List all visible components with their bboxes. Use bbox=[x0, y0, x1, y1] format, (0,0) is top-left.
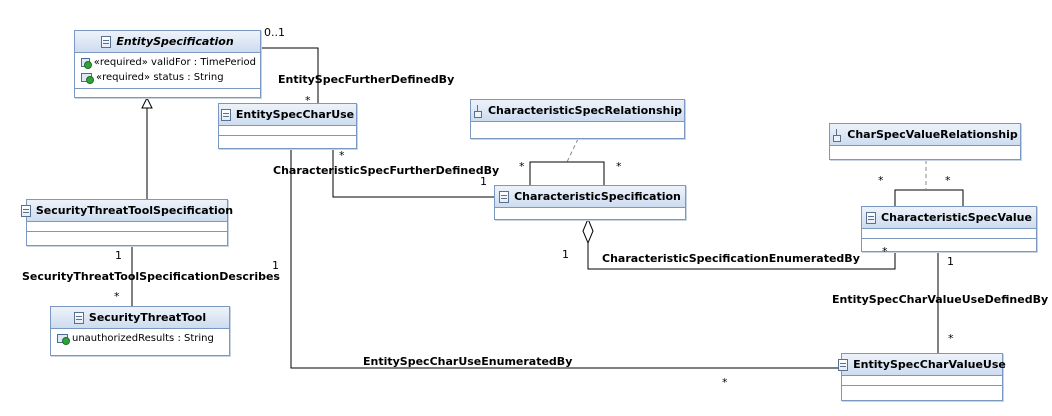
class-icon bbox=[20, 204, 31, 217]
attribute-row: «required» status : String bbox=[81, 70, 256, 85]
association-class-link-1 bbox=[566, 138, 579, 163]
operations-compartment bbox=[862, 239, 1036, 248]
association-label: EntitySpecCharValueUseDefinedBy bbox=[832, 293, 1049, 306]
attribute-icon bbox=[81, 73, 94, 84]
class-icon bbox=[73, 311, 84, 324]
attribute-icon bbox=[81, 58, 92, 69]
association-class-icon bbox=[832, 128, 842, 142]
attributes-compartment bbox=[495, 208, 685, 217]
characteristic-spec-relationship-name: CharacteristicSpecRelationship bbox=[487, 104, 683, 117]
characteristic-spec-value-name: CharacteristicSpecValue bbox=[881, 211, 1032, 224]
multiplicity-label: * bbox=[948, 332, 954, 345]
multiplicity-label: * bbox=[882, 245, 888, 258]
operations-compartment bbox=[27, 232, 227, 241]
security-threat-tool-specification-class[interactable]: SecurityThreatToolSpecification bbox=[20, 199, 233, 246]
characteristic-specification-name: CharacteristicSpecification bbox=[514, 190, 681, 203]
characteristic-specification-header: CharacteristicSpecification bbox=[495, 186, 685, 208]
entity-spec-char-use-header: EntitySpecCharUse bbox=[219, 104, 356, 126]
characteristic-spec-value-class[interactable]: CharacteristicSpecValue bbox=[861, 206, 1037, 252]
multiplicity-label: 0..1 bbox=[264, 26, 285, 39]
security-threat-tool-attributes: unauthorizedResults : String bbox=[51, 329, 229, 349]
multiplicity-label: * bbox=[305, 94, 311, 107]
attributes-compartment bbox=[27, 222, 227, 232]
multiplicity-label: * bbox=[722, 376, 728, 389]
attribute-status: «required» status : String bbox=[96, 72, 224, 83]
attribute-valid-for: «required» validFor : TimePeriod bbox=[93, 57, 256, 68]
characteristic-spec-value-header: CharacteristicSpecValue bbox=[862, 207, 1036, 229]
operations-compartment bbox=[219, 136, 356, 145]
attributes-compartment bbox=[471, 122, 684, 131]
security-threat-tool-specification-header: SecurityThreatToolSpecification bbox=[20, 200, 233, 222]
entity-specification-name: EntitySpecification bbox=[116, 35, 234, 48]
aggregation-diamond bbox=[582, 217, 594, 245]
multiplicity-label: * bbox=[878, 174, 884, 187]
characteristic-specification-class[interactable]: CharacteristicSpecification bbox=[494, 185, 686, 220]
entity-spec-char-use-class[interactable]: EntitySpecCharUse bbox=[218, 103, 357, 149]
attributes-compartment bbox=[862, 229, 1036, 239]
characteristic-spec-relationship-class[interactable]: CharacteristicSpecRelationship bbox=[470, 99, 685, 139]
operations-compartment bbox=[842, 386, 1002, 395]
attribute-row: «required» validFor : TimePeriod bbox=[81, 55, 256, 70]
attribute-row: unauthorizedResults : String bbox=[57, 331, 225, 346]
security-threat-tool-name: SecurityThreatTool bbox=[88, 311, 207, 324]
entity-spec-char-value-use-name: EntitySpecCharValueUse bbox=[853, 358, 1006, 371]
attribute-unauthorized-results: unauthorizedResults : String bbox=[72, 333, 214, 344]
association-label: EntitySpecFurtherDefinedBy bbox=[278, 73, 455, 86]
entity-specification-class[interactable]: EntitySpecification «required» validFor … bbox=[74, 30, 261, 98]
entity-specification-header: EntitySpecification bbox=[75, 31, 260, 53]
attributes-compartment bbox=[830, 146, 1020, 155]
class-icon bbox=[499, 190, 510, 203]
attributes-compartment bbox=[219, 126, 356, 136]
multiplicity-label: 1 bbox=[115, 249, 122, 262]
association-class-icon bbox=[473, 104, 483, 118]
attributes-compartment bbox=[842, 376, 1002, 386]
multiplicity-label: 1 bbox=[272, 259, 279, 272]
char-spec-self-association-line bbox=[529, 161, 605, 186]
class-icon bbox=[101, 35, 112, 48]
attribute-icon bbox=[57, 334, 70, 345]
association-label: CharacteristicSpecificationEnumeratedBy bbox=[602, 252, 860, 265]
char-spec-value-self-association-line bbox=[894, 189, 964, 206]
multiplicity-label: * bbox=[616, 160, 622, 173]
char-spec-value-relationship-class[interactable]: CharSpecValueRelationship bbox=[829, 123, 1021, 160]
multiplicity-label: * bbox=[519, 160, 525, 173]
entity-spec-char-value-use-class[interactable]: EntitySpecCharValueUse bbox=[838, 353, 1006, 401]
entity-specification-attributes: «required» validFor : TimePeriod «requir… bbox=[75, 53, 260, 89]
class-icon bbox=[866, 211, 877, 224]
multiplicity-label: * bbox=[945, 174, 951, 187]
characteristic-spec-relationship-header: CharacteristicSpecRelationship bbox=[471, 100, 684, 122]
multiplicity-label: * bbox=[114, 290, 120, 303]
security-threat-tool-specification-name: SecurityThreatToolSpecification bbox=[35, 204, 234, 217]
generalization-arrowhead bbox=[141, 96, 153, 109]
entity-spec-char-use-name: EntitySpecCharUse bbox=[235, 108, 355, 121]
class-icon bbox=[838, 358, 849, 371]
entity-spec-char-use-enumerated-by-line bbox=[290, 148, 841, 369]
char-spec-value-relationship-name: CharSpecValueRelationship bbox=[847, 128, 1018, 141]
class-icon bbox=[220, 108, 231, 121]
characteristic-spec-further-defined-by-line bbox=[332, 148, 494, 198]
multiplicity-label: 1 bbox=[480, 175, 487, 188]
char-spec-value-relationship-header: CharSpecValueRelationship bbox=[830, 124, 1020, 146]
association-label: SecurityThreatToolSpecificationDescribes bbox=[22, 270, 280, 283]
association-label: EntitySpecCharUseEnumeratedBy bbox=[363, 355, 573, 368]
association-label: CharacteristicSpecFurtherDefinedBy bbox=[273, 164, 500, 177]
entity-spec-char-value-use-header: EntitySpecCharValueUse bbox=[838, 354, 1006, 376]
security-threat-tool-class[interactable]: SecurityThreatTool unauthorizedResults :… bbox=[50, 306, 230, 356]
security-threat-tool-header: SecurityThreatTool bbox=[51, 307, 229, 329]
multiplicity-label: * bbox=[339, 149, 345, 162]
multiplicity-label: 1 bbox=[947, 255, 954, 268]
multiplicity-label: 1 bbox=[562, 248, 569, 261]
